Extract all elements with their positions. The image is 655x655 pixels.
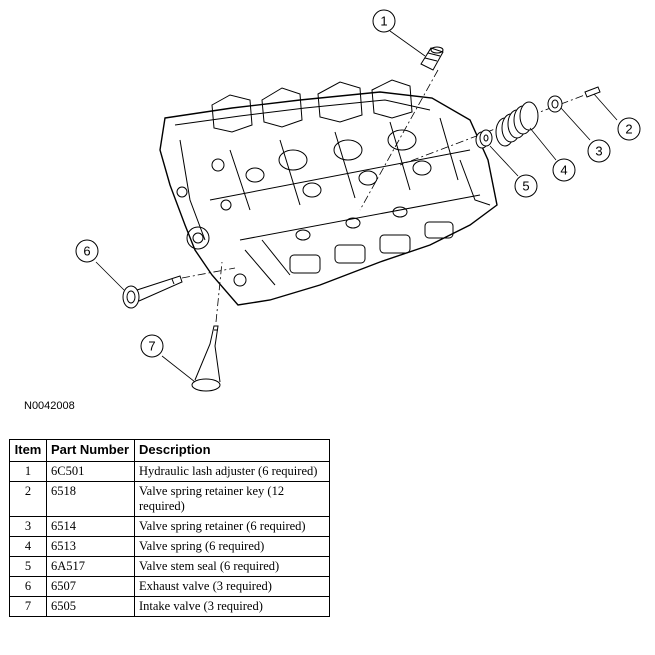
cell-part-number: 6505 [46,596,135,617]
cell-item: 1 [9,461,47,482]
cell-part-number: 6C501 [46,461,135,482]
cell-item: 7 [9,596,47,617]
cell-item: 3 [9,516,47,537]
table-row: 3 6514 Valve spring retainer (6 required… [9,516,330,537]
callout-1: 1 [380,14,387,29]
cell-description: Valve spring retainer key (12 required) [134,481,330,517]
valve-spring [495,101,539,147]
cell-part-number: 6518 [46,481,135,517]
table-row: 1 6C501 Hydraulic lash adjuster (6 requi… [9,461,330,482]
cell-part-number: 6513 [46,536,135,557]
callout-3: 3 [595,144,602,159]
cell-description: Exhaust valve (3 required) [134,576,330,597]
table-row: 5 6A517 Valve stem seal (6 required) [9,556,330,577]
callout-2: 2 [625,122,632,137]
callout-7: 7 [148,339,155,354]
exhaust-valve [122,275,183,309]
cell-description: Valve stem seal (6 required) [134,556,330,577]
cell-part-number: 6507 [46,576,135,597]
cell-description: Valve spring (6 required) [134,536,330,557]
table-row: 6 6507 Exhaust valve (3 required) [9,576,330,597]
retainer-key [584,86,601,98]
lash-adjuster [420,46,444,71]
header-part-number: Part Number [46,439,135,462]
table-row: 2 6518 Valve spring retainer key (12 req… [9,481,330,517]
header-item: Item [9,439,47,462]
cell-part-number: 6A517 [46,556,135,577]
callout-5: 5 [522,179,529,194]
callout-6: 6 [83,244,90,259]
cell-item: 5 [9,556,47,577]
cell-item: 4 [9,536,47,557]
table-header-row: Item Part Number Description [9,439,330,462]
cell-item: 6 [9,576,47,597]
exploded-view-diagram: 1 2 3 4 5 6 7 [75,9,641,392]
cylinder-head [159,79,498,306]
parts-table: Item Part Number Description 1 6C501 Hyd… [9,439,330,617]
valve-stem-seal [475,129,493,149]
intake-valve [191,325,221,392]
cell-description: Valve spring retainer (6 required) [134,516,330,537]
figure-code: N0042008 [24,400,75,412]
callout-4: 4 [560,163,567,178]
cell-part-number: 6514 [46,516,135,537]
cell-description: Intake valve (3 required) [134,596,330,617]
spring-retainer [547,95,563,113]
header-description: Description [134,439,330,462]
cell-item: 2 [9,481,47,517]
cell-description: Hydraulic lash adjuster (6 required) [134,461,330,482]
table-row: 7 6505 Intake valve (3 required) [9,596,330,617]
table-row: 4 6513 Valve spring (6 required) [9,536,330,557]
